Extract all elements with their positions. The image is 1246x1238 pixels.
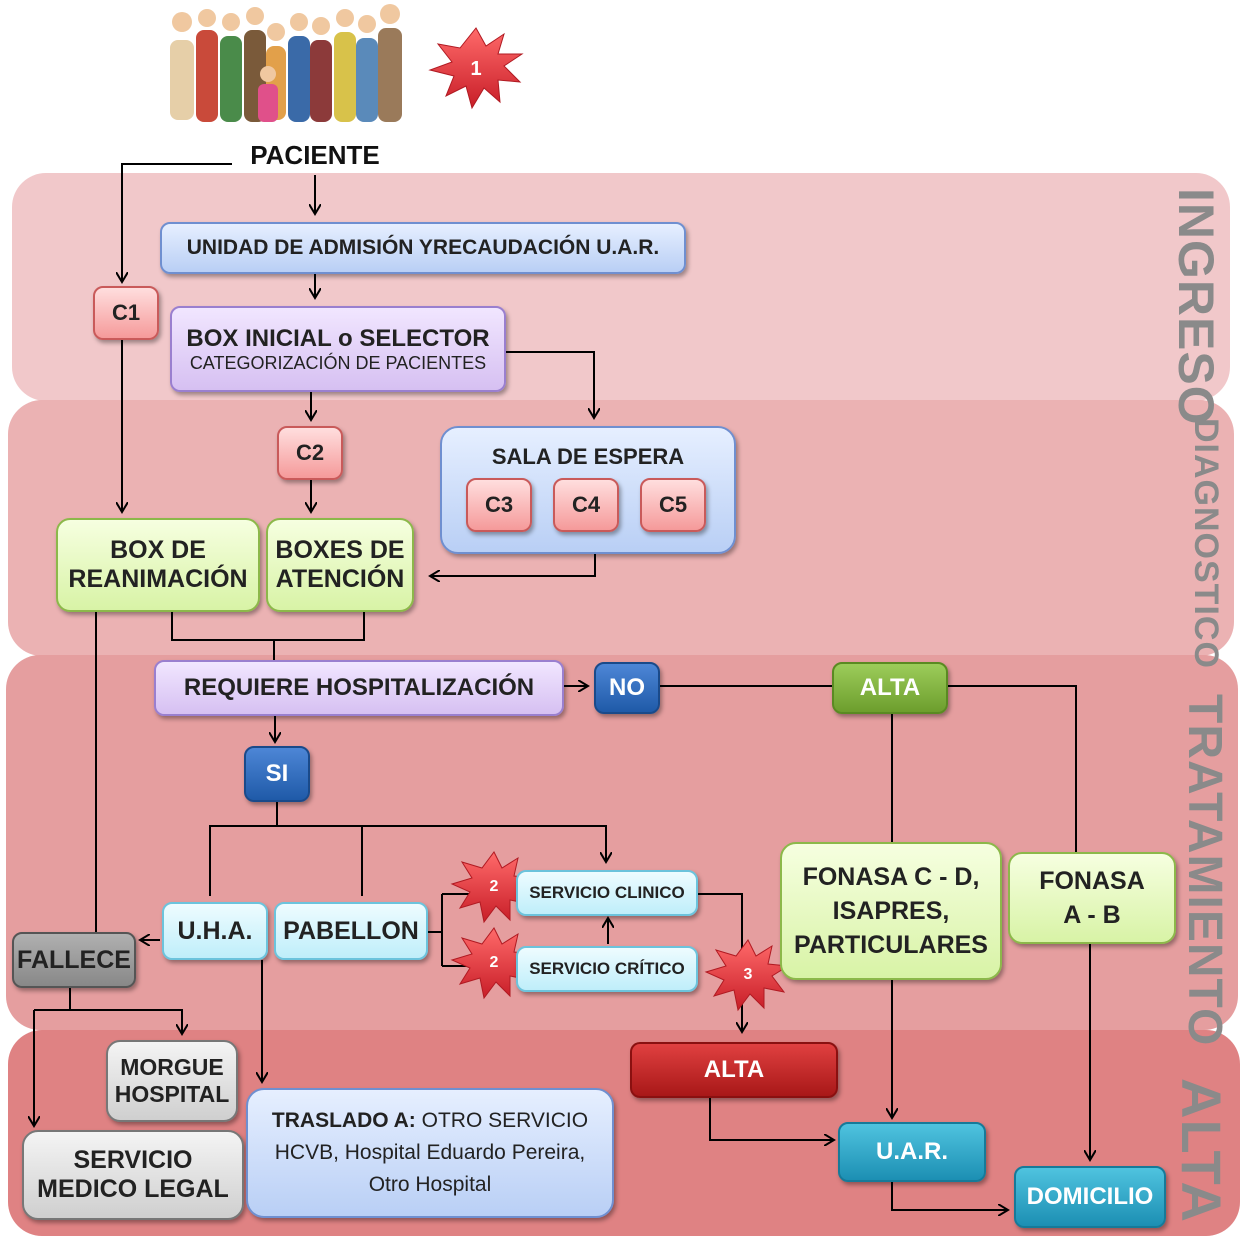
sml-line1: SERVICIO <box>73 1146 193 1174</box>
servicio-clinico-label: SERVICIO CLINICO <box>529 883 685 902</box>
c1-box: C1 <box>93 286 159 340</box>
uha-label: U.H.A. <box>177 916 253 945</box>
domicilio-label: DOMICILIO <box>1026 1183 1154 1210</box>
boxes-atencion: BOXES DE ATENCIÓN <box>266 518 414 612</box>
box-reanimacion-line2: REANIMACIÓN <box>68 565 248 593</box>
traslado-line3: Otro Hospital <box>368 1173 492 1196</box>
c3-label: C3 <box>484 492 514 517</box>
c2-box: C2 <box>277 426 343 480</box>
c4-box: C4 <box>553 478 619 532</box>
traslado-line1: TRASLADO A: OTRO SERVICIO <box>272 1105 588 1137</box>
c1-label: C1 <box>111 300 141 325</box>
domicilio-box: DOMICILIO <box>1014 1166 1166 1228</box>
fonasa-cd-box: FONASA C - D, ISAPRES, PARTICULARES <box>780 842 1002 980</box>
requiere-hospitalizacion-label: REQUIERE HOSPITALIZACIÓN <box>183 674 535 701</box>
box-inicial-title: BOX INICIAL o SELECTOR <box>186 324 490 352</box>
si-box: SI <box>244 746 310 802</box>
traslado-destination: OTRO SERVICIO <box>415 1109 589 1132</box>
paciente-label: PACIENTE <box>250 140 380 170</box>
fonasa-ab-line1: FONASA <box>1039 867 1145 895</box>
no-label: NO <box>609 674 645 701</box>
traslado-label: TRASLADO A: <box>271 1109 416 1132</box>
c4-label: C4 <box>571 492 601 517</box>
uar-short-box: U.A.R. <box>838 1122 986 1182</box>
traslado-line2: HCVB, Hospital Eduardo Pereira, <box>274 1141 586 1164</box>
boxes-atencion-line2: ATENCIÓN <box>275 565 405 593</box>
box-inicial: BOX INICIAL o SELECTOR CATEGORIZACIÓN DE… <box>170 306 506 392</box>
c2-label: C2 <box>295 440 325 465</box>
fallece-label: FALLECE <box>17 945 131 974</box>
starburst-3-icon <box>704 939 790 1012</box>
marker-2b: 2 <box>489 954 499 971</box>
c3-box: C3 <box>466 478 532 532</box>
uha-box: U.H.A. <box>162 902 268 960</box>
traslado-box: TRASLADO A: OTRO SERVICIO HCVB, Hospital… <box>246 1088 614 1218</box>
starburst-1-icon <box>428 27 524 110</box>
marker-1: 1 <box>470 58 482 80</box>
morgue-line2: HOSPITAL <box>114 1081 230 1107</box>
people-group-icon <box>170 4 402 122</box>
uar-short-label: U.A.R. <box>876 1138 948 1165</box>
servicio-critico-box: SERVICIO CRÍTICO <box>516 946 698 992</box>
alta-top-label: ALTA <box>859 674 921 701</box>
servicio-clinico-box: SERVICIO CLINICO <box>516 870 698 916</box>
no-box: NO <box>594 662 660 714</box>
morgue-line1: MORGUE <box>120 1054 224 1080</box>
boxes-atencion-line1: BOXES DE <box>275 536 405 564</box>
starburst-2a-icon <box>450 851 536 924</box>
servicio-medico-legal-box: SERVICIO MEDICO LEGAL <box>22 1130 244 1220</box>
alta-bottom-box: ALTA <box>630 1042 838 1098</box>
requiere-hospitalizacion-box: REQUIERE HOSPITALIZACIÓN <box>154 660 564 716</box>
c5-box: C5 <box>640 478 706 532</box>
fallece-box: FALLECE <box>12 932 136 988</box>
c5-label: C5 <box>658 492 688 517</box>
pabellon-label: PABELLON <box>283 916 419 945</box>
fonasa-ab-line2: A - B <box>1063 901 1121 929</box>
pabellon-box: PABELLON <box>274 902 428 960</box>
fonasa-ab-box: FONASA A - B <box>1008 852 1176 944</box>
box-reanimacion: BOX DE REANIMACIÓN <box>56 518 260 612</box>
box-reanimacion-line1: BOX DE <box>110 536 206 564</box>
marker-2a: 2 <box>489 878 499 895</box>
uar-unit-box: UNIDAD DE ADMISIÓN YRECAUDACIÓN U.A.R. <box>160 222 686 274</box>
alta-top-box: ALTA <box>832 662 948 714</box>
alta-bottom-label: ALTA <box>703 1056 765 1083</box>
box-inicial-subtitle: CATEGORIZACIÓN DE PACIENTES <box>189 352 487 373</box>
starburst-2b-icon <box>450 927 536 1000</box>
fonasa-cd-line3: PARTICULARES <box>794 931 988 959</box>
marker-3: 3 <box>743 966 753 983</box>
fonasa-cd-line2: ISAPRES, <box>832 897 950 925</box>
morgue-box: MORGUE HOSPITAL <box>106 1040 238 1122</box>
fonasa-cd-line1: FONASA C - D, <box>802 863 980 891</box>
uar-unit-label: UNIDAD DE ADMISIÓN YRECAUDACIÓN U.A.R. <box>186 236 660 259</box>
sml-line2: MEDICO LEGAL <box>37 1175 229 1203</box>
sala-espera-label: SALA DE ESPERA <box>491 444 685 469</box>
si-label: SI <box>265 760 289 787</box>
servicio-critico-label: SERVICIO CRÍTICO <box>529 959 685 978</box>
